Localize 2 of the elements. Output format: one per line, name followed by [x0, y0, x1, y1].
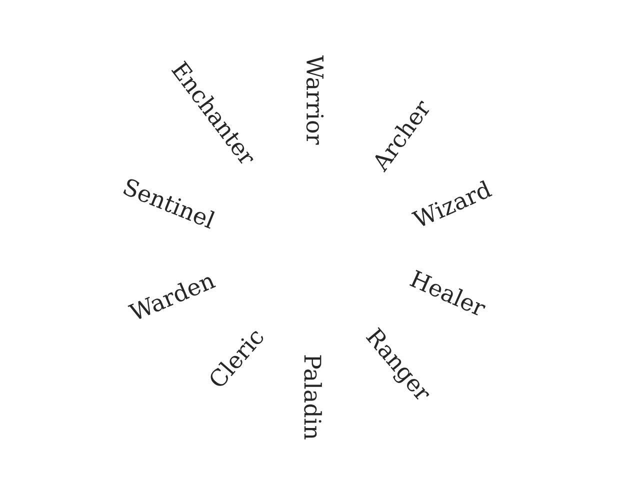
- radial-label: Paladin: [304, 355, 322, 440]
- radial-label: Warrior: [306, 55, 324, 145]
